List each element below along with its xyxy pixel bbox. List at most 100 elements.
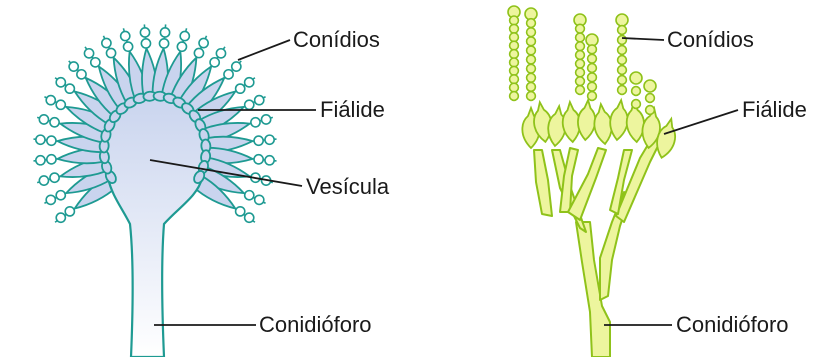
conidium xyxy=(576,77,585,86)
conidium xyxy=(194,48,203,57)
conidium xyxy=(236,84,245,93)
conidium xyxy=(510,83,519,92)
conidium xyxy=(510,58,519,67)
conidium xyxy=(510,33,519,42)
conidium xyxy=(618,26,627,35)
label-conidiophore-right: Conidióforo xyxy=(676,314,789,336)
vesicle-and-conidiophore xyxy=(106,94,204,357)
conidium xyxy=(245,78,254,87)
conidium xyxy=(527,64,536,73)
conidium xyxy=(510,75,519,84)
leader-phialide-right xyxy=(664,110,738,134)
conidium xyxy=(160,28,169,37)
conidium xyxy=(265,135,274,144)
conidium xyxy=(527,92,536,101)
conidium xyxy=(646,94,655,103)
conidium xyxy=(47,136,56,145)
conidium xyxy=(232,62,241,71)
aspergillus-diagram xyxy=(33,24,276,357)
conidium xyxy=(251,118,260,127)
conidium xyxy=(255,195,264,204)
conidium xyxy=(527,55,536,64)
conidium xyxy=(510,16,519,25)
conidium xyxy=(65,84,74,93)
conidium xyxy=(588,92,597,101)
conidium xyxy=(510,41,519,50)
conidium xyxy=(69,62,78,71)
conidium xyxy=(56,191,65,200)
conidium xyxy=(527,37,536,46)
conidium xyxy=(50,173,59,182)
conidium xyxy=(527,46,536,55)
conidium xyxy=(47,155,56,164)
label-phialide-right: Fiálide xyxy=(742,99,807,121)
conidium xyxy=(588,82,597,91)
conidium xyxy=(245,191,254,200)
conidium xyxy=(46,96,55,105)
conidium xyxy=(510,24,519,33)
conidium xyxy=(39,176,48,185)
conidium xyxy=(106,48,115,57)
conidium xyxy=(56,78,65,87)
conidium xyxy=(510,66,519,75)
conidium xyxy=(255,96,264,105)
conidium xyxy=(39,115,48,124)
conidium xyxy=(527,19,536,28)
penicillium-diagram xyxy=(508,6,680,357)
conidium xyxy=(618,56,627,65)
conidium xyxy=(65,207,74,216)
conidium xyxy=(588,64,597,73)
conidium xyxy=(576,33,585,42)
conidia-chains xyxy=(508,6,656,114)
conidium xyxy=(56,100,65,109)
conidium xyxy=(527,28,536,37)
conidium xyxy=(632,87,641,96)
conidium xyxy=(618,46,627,55)
conidium xyxy=(177,42,186,51)
conidium xyxy=(254,155,263,164)
conidium xyxy=(199,38,208,47)
label-conidia-right: Conídios xyxy=(667,29,754,51)
conidium xyxy=(210,58,219,67)
leader-conidia-right xyxy=(622,38,664,40)
conidium xyxy=(527,73,536,82)
conidium xyxy=(50,118,59,127)
conidium xyxy=(510,50,519,59)
conidium xyxy=(36,135,45,144)
conidium xyxy=(261,115,270,124)
conidium xyxy=(576,68,585,77)
phialide xyxy=(577,99,597,140)
conidium xyxy=(265,156,274,165)
conidium xyxy=(254,136,263,145)
conidium xyxy=(576,59,585,68)
conidium xyxy=(121,31,130,40)
conidium xyxy=(618,66,627,75)
conidium xyxy=(576,24,585,33)
conidium xyxy=(618,86,627,95)
conidium xyxy=(102,38,111,47)
metula-1 xyxy=(534,150,552,216)
label-conidia-left: Conídios xyxy=(293,29,380,51)
conidium xyxy=(140,28,149,37)
conidium xyxy=(630,72,642,84)
conidium xyxy=(616,14,628,26)
conidium xyxy=(618,76,627,85)
label-conidiophore-left: Conidióforo xyxy=(259,314,372,336)
conidium xyxy=(236,207,245,216)
conidium xyxy=(588,45,597,54)
conidium xyxy=(510,92,519,101)
conidium xyxy=(123,42,132,51)
conidium xyxy=(245,100,254,109)
conidium xyxy=(588,73,597,82)
conidium xyxy=(576,42,585,51)
conidium xyxy=(527,82,536,91)
conidium xyxy=(224,70,233,79)
conidium xyxy=(646,106,655,115)
conidium xyxy=(91,58,100,67)
conidium xyxy=(77,70,86,79)
conidium xyxy=(618,36,627,45)
conidium xyxy=(245,213,254,222)
conidium xyxy=(588,54,597,63)
conidium xyxy=(576,86,585,95)
